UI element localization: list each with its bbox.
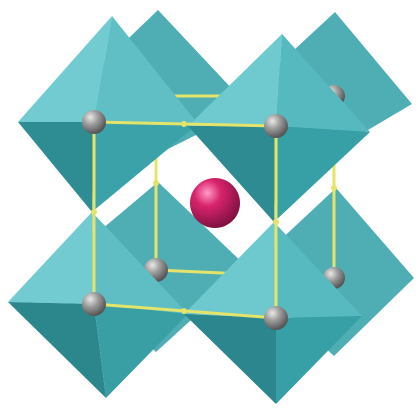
front-bottom-left-octahedron-upper-left	[8, 212, 94, 304]
bond-marker-back-left	[153, 180, 159, 186]
front-atoms	[82, 110, 288, 330]
corner-atom-front-top-right	[264, 114, 288, 138]
front-top-octahedra	[18, 16, 370, 222]
front-bottom-left-octahedron-lower-right	[94, 304, 188, 398]
front-top-left-octahedron-upper-left	[18, 16, 112, 122]
corner-atom-front-top-left	[82, 110, 106, 134]
front-top-right-octahedron-lower-left	[188, 126, 276, 222]
bond-markers	[91, 121, 337, 314]
front-top-right-octahedron-upper-left	[188, 34, 282, 126]
corner-atom-front-bottom-left	[82, 292, 106, 316]
front-bottom-right-octahedron-upper-left	[184, 222, 276, 318]
front-bottom-left-octahedron-upper-right	[92, 212, 188, 314]
front-bottom-right-octahedron-lower-right	[276, 316, 362, 404]
bond-marker-bottom	[181, 308, 187, 314]
front-bottom-octahedra	[8, 212, 362, 404]
bond-marker-right	[273, 219, 279, 225]
bond-marker-left	[91, 209, 97, 215]
front-top-right-octahedron-lower-right	[274, 126, 370, 222]
front-top-left-octahedron-lower-left	[18, 122, 94, 212]
front-bottom-right-octahedron-lower-left	[184, 314, 276, 404]
corner-atom-front-bottom-right	[264, 306, 288, 330]
front-top-left-octahedron-lower-right	[92, 122, 198, 212]
front-bottom-left-octahedron-lower-left	[8, 302, 106, 398]
bond-marker-top	[181, 121, 187, 127]
front-bottom-right-octahedron-upper-right	[274, 222, 362, 318]
front-top-left-octahedron-upper-right	[94, 16, 198, 124]
bond-marker-back-right	[331, 185, 337, 191]
center-atom	[190, 178, 240, 228]
front-top-right-octahedron-upper-right	[276, 34, 370, 132]
